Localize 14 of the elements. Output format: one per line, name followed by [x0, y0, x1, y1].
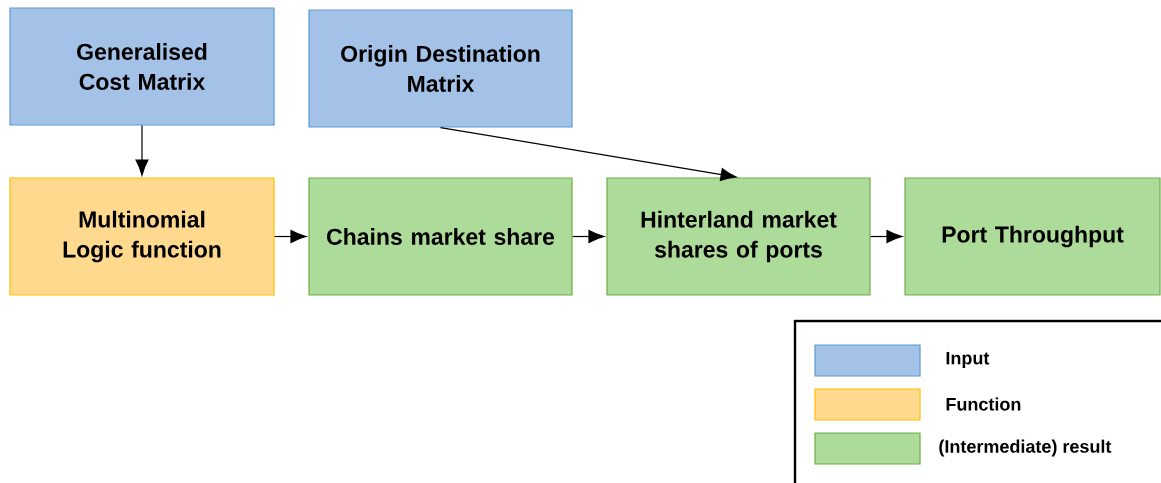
legend-label: Input — [946, 351, 990, 369]
process-box: Generalised Cost Matrix — [9, 7, 275, 126]
process-box: Multinomial Logic function — [9, 177, 275, 296]
process-box: Port Throughput — [904, 177, 1161, 296]
process-box: Hinterland market shares of ports — [606, 177, 871, 296]
arrow — [572, 229, 605, 244]
process-box: Chains market share — [308, 177, 573, 296]
arrow — [274, 229, 307, 244]
legend-label: Function — [946, 397, 1021, 411]
process-box: Origin Destination Matrix — [308, 9, 573, 128]
arrow — [135, 125, 149, 176]
arrow — [870, 229, 903, 244]
arrow — [439, 127, 737, 181]
legend-label: (Intermediate) result — [939, 439, 1112, 457]
